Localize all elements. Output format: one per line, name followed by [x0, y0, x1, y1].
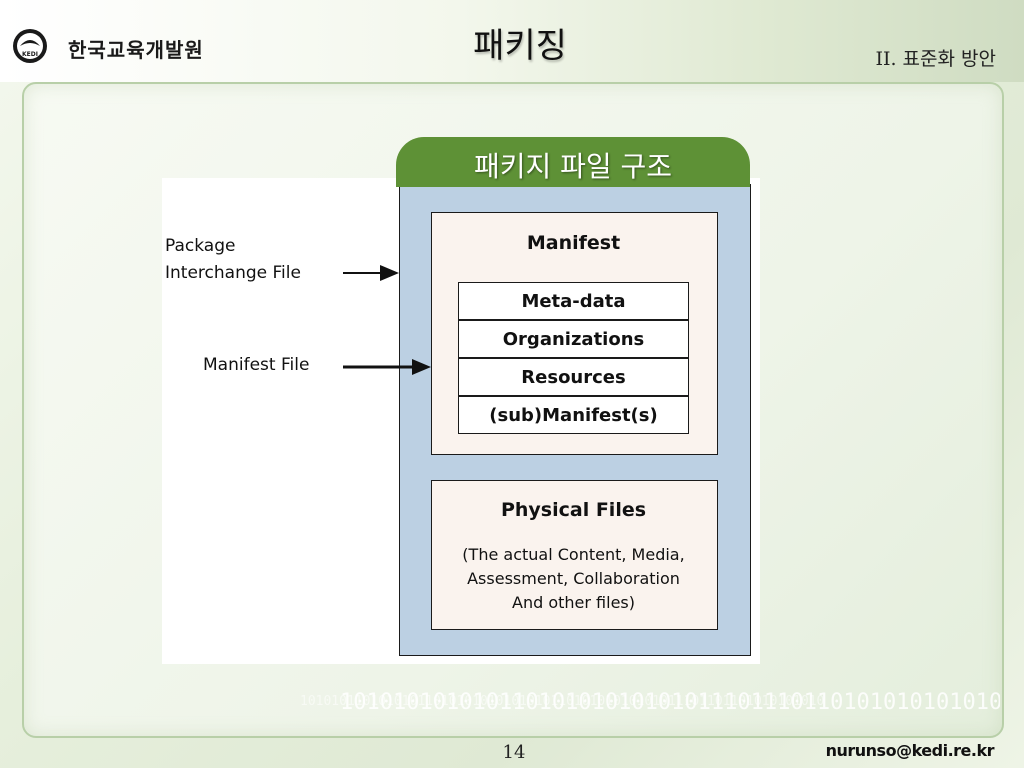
binary-decoration-faint: 1010101101010101101010101010101011010101…	[300, 694, 825, 709]
logo-emblem-text: KEDI	[22, 51, 38, 58]
physical-files-heading: Physical Files	[500, 499, 647, 521]
manifest-item-submanifests: (sub)Manifest(s)	[458, 396, 689, 434]
manifest-heading: Manifest	[526, 232, 621, 254]
binary-decoration: 1010101010101101010101010101110111011010…	[340, 690, 1000, 715]
footer-email: nurunso@kedi.re.kr	[825, 741, 995, 760]
manifest-item-resources: Resources	[458, 358, 689, 396]
diagram-header	[396, 137, 750, 187]
manifest-file-label: Manifest File	[203, 355, 310, 375]
logo-text: 한국교육개발원	[68, 38, 204, 62]
page-number: 14	[502, 742, 526, 763]
physical-files-box	[431, 480, 718, 630]
package-interchange-label: Package Interchange File	[165, 236, 301, 283]
manifest-item-organizations: Organizations	[458, 320, 689, 358]
section-label: II. 표준화 방안	[875, 48, 996, 70]
manifest-item-metadata: Meta-data	[458, 282, 689, 320]
physical-files-description: (The actual Content, Media, Assessment, …	[462, 545, 685, 612]
diagram-title: 패키지 파일 구조	[473, 150, 673, 183]
page-title: 패키징	[473, 26, 567, 66]
header-band	[0, 0, 1024, 82]
kedi-emblem-icon: KEDI	[13, 29, 47, 63]
